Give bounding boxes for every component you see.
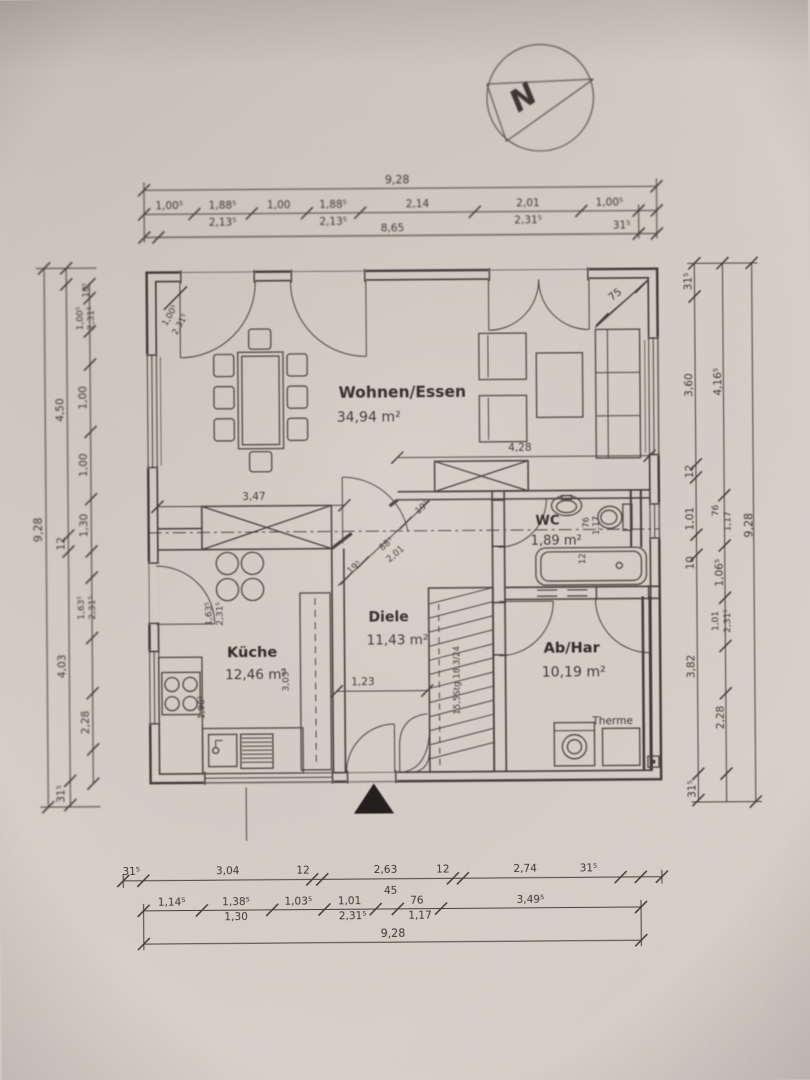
floor-plan-photo: N 9,28 1,00⁵ 1,88⁵ 2,13⁵ 1,00 1,88⁵ 2,13…	[0, 0, 810, 1080]
floor-plan-drawing: N 9,28 1,00⁵ 1,88⁵ 2,13⁵ 1,00 1,88⁵ 2,13…	[0, 0, 810, 1080]
photo-vignette	[0, 0, 810, 1080]
